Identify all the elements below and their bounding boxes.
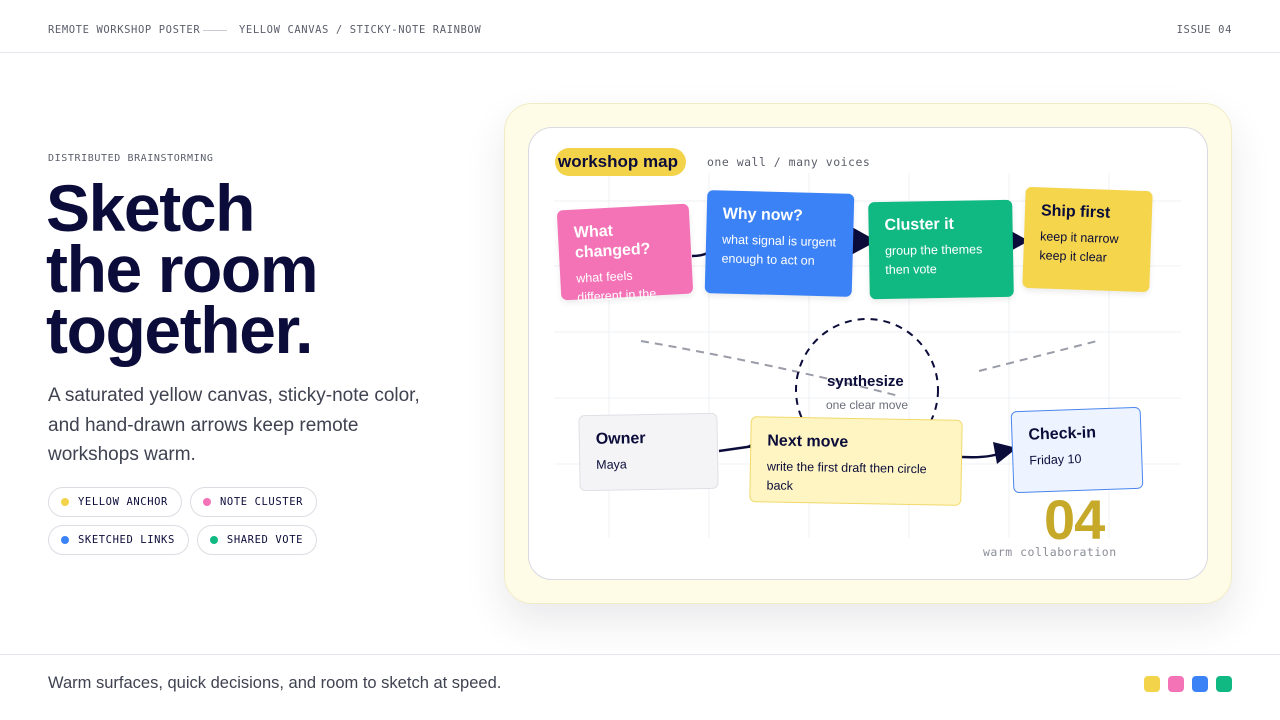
note-title: Ship first: [1040, 202, 1111, 222]
canvas-label: YELLOW CANVAS / STICKY-NOTE RAINBOW: [239, 24, 482, 36]
chip-label: YELLOW ANCHOR: [78, 496, 168, 508]
chip-label: SHARED VOTE: [226, 534, 304, 546]
sticky-note-next-move[interactable]: Next move write the first draft then cir…: [749, 416, 963, 506]
sticky-note-ship-first[interactable]: Ship first keep it narrow keep it clear: [1022, 186, 1153, 293]
workshop-board: workshop map one wall / many voices What…: [528, 127, 1208, 580]
sticky-note-what-changed[interactable]: What changed? what feels different in th…: [556, 203, 694, 324]
issue-label: ISSUE 04: [1176, 24, 1232, 36]
footer-tagline: Warm surfaces, quick decisions, and room…: [48, 674, 502, 692]
note-body: write the first draft then circle back: [766, 459, 927, 493]
issue-big-number: 04: [1044, 488, 1105, 551]
chip-dot-icon: [202, 498, 211, 506]
note-body: what feels different in the room: [575, 268, 657, 324]
note-body: group the themes then vote: [884, 242, 983, 277]
issue-big-caption: warm collaboration: [983, 545, 1117, 559]
swatch-yellow: [1144, 676, 1160, 692]
sticky-note-owner[interactable]: Owner Maya: [578, 412, 719, 492]
headline-line-1: Sketch: [46, 171, 255, 245]
synthesize-sublabel: one clear move: [826, 398, 909, 412]
board-subtitle: one wall / many voices: [707, 155, 871, 169]
note-body: keep it narrow keep it clear: [1039, 229, 1119, 265]
swatch-blue: [1192, 676, 1208, 692]
topbar-divider: [203, 30, 227, 31]
hero-headline: Sketch the room together.: [46, 171, 486, 367]
chip-note-cluster[interactable]: NOTE CLUSTER: [189, 487, 318, 517]
note-title: Owner: [595, 430, 646, 448]
poster-label: REMOTE WORKSHOP POSTER: [48, 24, 201, 36]
note-title: Check-in: [1028, 424, 1097, 444]
yellow-canvas-frame: workshop map one wall / many voices What…: [504, 103, 1232, 604]
color-swatches: [1144, 676, 1232, 692]
swatch-green: [1216, 676, 1232, 692]
note-body: Friday 10: [1029, 451, 1082, 468]
chip-yellow-anchor[interactable]: YELLOW ANCHOR: [48, 487, 182, 517]
chip-label: SKETCHED LINKS: [78, 534, 175, 546]
chip-label: NOTE CLUSTER: [219, 496, 304, 508]
top-bar: REMOTE WORKSHOP POSTER YELLOW CANVAS / S…: [0, 0, 1280, 53]
headline-line-2: the room: [46, 232, 319, 306]
sticky-note-check-in[interactable]: Check-in Friday 10: [1010, 406, 1144, 494]
note-title: Why now?: [722, 205, 803, 225]
chip-dot-icon: [209, 536, 218, 544]
bottom-bar: Warm surfaces, quick decisions, and room…: [0, 654, 1280, 720]
sticky-note-why-now[interactable]: Why now? what signal is urgent enough to…: [704, 190, 855, 297]
note-title: Cluster it: [884, 215, 955, 234]
chip-dot-icon: [61, 536, 69, 544]
chip-dot-icon: [61, 498, 69, 506]
swatch-pink: [1168, 676, 1184, 692]
note-title: What changed?: [573, 222, 651, 262]
hero-lede: A saturated yellow canvas, sticky-note c…: [48, 385, 420, 465]
sticky-note-cluster-it[interactable]: Cluster it group the themes then vote: [868, 199, 1014, 300]
workshop-map-badge: workshop map: [555, 148, 686, 176]
hero-eyebrow: DISTRIBUTED BRAINSTORMING: [48, 153, 214, 164]
synthesize-label: synthesize: [827, 373, 904, 390]
note-body: Maya: [596, 457, 627, 472]
note-body: what signal is urgent enough to act on: [721, 232, 837, 268]
chip-shared-vote[interactable]: SHARED VOTE: [196, 525, 318, 555]
chip-sketched-links[interactable]: SKETCHED LINKS: [48, 525, 189, 555]
feature-chips: YELLOW ANCHOR NOTE CLUSTER SKETCHED LINK…: [48, 487, 458, 555]
headline-line-3: together.: [46, 293, 314, 367]
note-title: Next move: [767, 432, 849, 451]
